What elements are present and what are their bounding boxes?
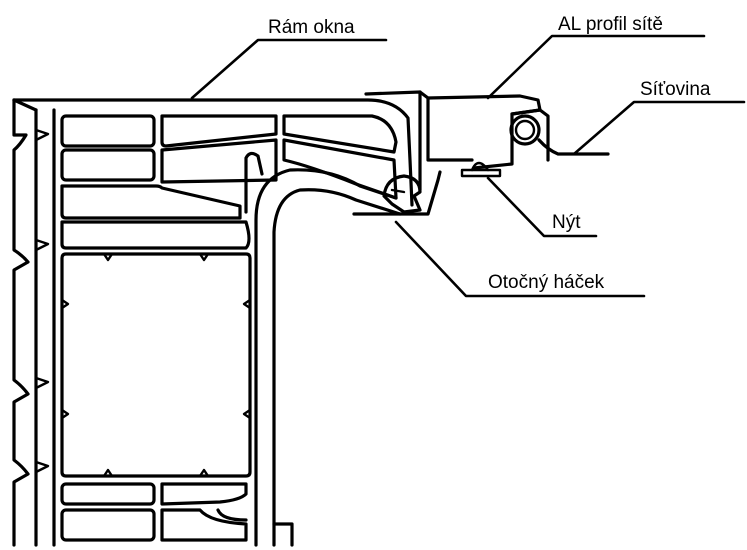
label-sitovina: Síťovina bbox=[640, 79, 711, 100]
leader-lines bbox=[190, 34, 746, 298]
label-otocny-hacek: Otočný háček bbox=[488, 272, 605, 293]
leader-nyt bbox=[486, 176, 598, 238]
central-web bbox=[244, 151, 402, 547]
window-frame-profile bbox=[12, 98, 414, 547]
bottom-chambers bbox=[60, 482, 294, 547]
leader-sitovina bbox=[572, 100, 746, 156]
leader-ram-okna bbox=[190, 38, 388, 100]
lower-large-chamber bbox=[60, 252, 252, 478]
label-al-profil: AL profil sítě bbox=[558, 14, 663, 35]
label-ram-okna: Rám okna bbox=[268, 17, 355, 38]
rotating-hook bbox=[352, 170, 442, 216]
leader-al-profil bbox=[486, 34, 706, 100]
al-profile bbox=[364, 90, 610, 192]
leader-otocny-hacek bbox=[394, 220, 646, 298]
label-nyt: Nýt bbox=[552, 212, 581, 233]
upper-chambers bbox=[60, 114, 398, 250]
